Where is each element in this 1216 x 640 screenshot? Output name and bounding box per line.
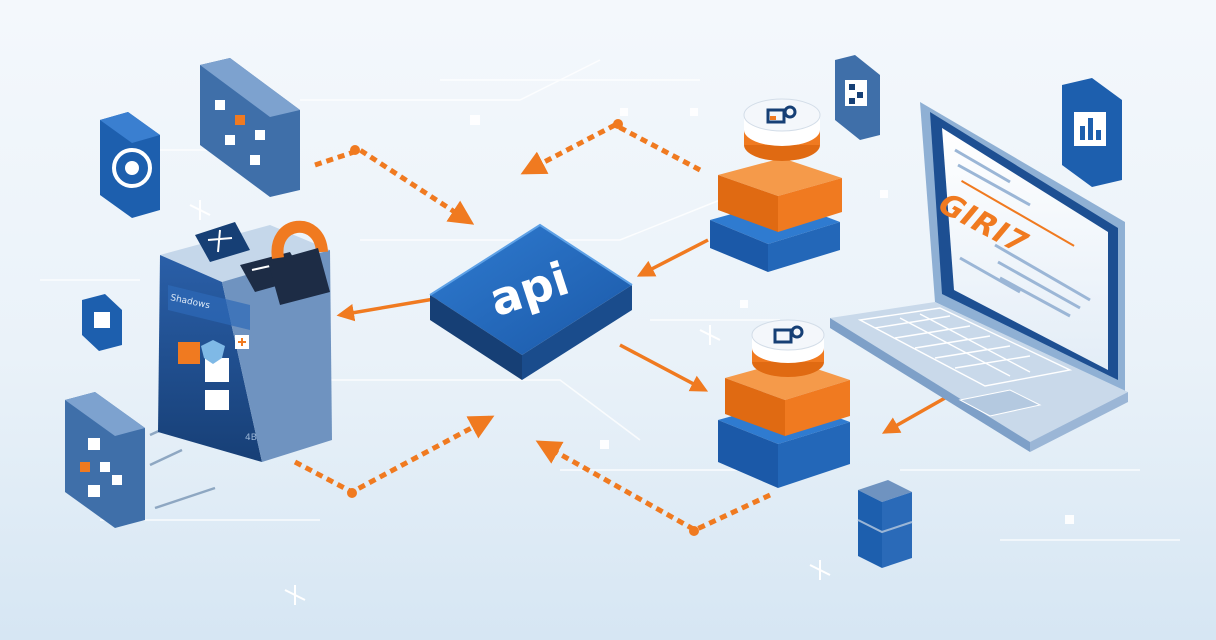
gauge-tile[interactable]: [100, 112, 160, 218]
connector-top-right: [520, 122, 702, 175]
laptop-keyboard: [857, 307, 1073, 387]
small-badge-tile[interactable]: [82, 294, 122, 351]
screen-lines: [954, 148, 1091, 318]
laptop-trackpad: [958, 389, 1042, 417]
list-icon: [94, 312, 110, 328]
storage-box[interactable]: [857, 480, 913, 568]
connector-node: [350, 145, 360, 155]
database-stack-bottom[interactable]: [718, 319, 850, 488]
user-icon: [178, 342, 200, 364]
sparkle-marks: [189, 200, 831, 605]
document-icon: [205, 358, 229, 382]
qr-code-icon: [845, 80, 867, 106]
connector-node: [613, 119, 623, 129]
api-hub[interactable]: api: [429, 223, 633, 380]
connector-bottom-right: [535, 440, 772, 533]
gauge-icon: [112, 148, 152, 188]
arrow-hub-to-db-bottom: [619, 343, 709, 392]
flowchart-tile[interactable]: [200, 58, 300, 197]
background-grid: [40, 59, 1180, 541]
connector-node: [689, 526, 699, 536]
qr-code-tile[interactable]: [835, 55, 880, 140]
server-corner-text: 4B: [245, 433, 257, 443]
chart-tile[interactable]: [1062, 78, 1122, 187]
laptop[interactable]: GIRI7: [830, 102, 1128, 452]
arrow-laptop-to-db: [881, 396, 946, 434]
shield-icon: [201, 340, 225, 364]
flowchart-icon: [215, 100, 225, 110]
settings-icon: [195, 222, 250, 262]
padlock-icon: [268, 220, 330, 305]
cloud-key-icon: [773, 325, 804, 344]
database-stack-top[interactable]: [710, 98, 842, 272]
cloud-key-icon: [766, 105, 797, 124]
org-chart-icon: [88, 438, 100, 450]
floating-squares: [470, 108, 1074, 524]
org-chart-tile[interactable]: [65, 392, 145, 528]
arrow-db-top-to-hub: [636, 238, 709, 277]
connector-node: [347, 488, 357, 498]
arrow-hub-to-server: [336, 296, 441, 322]
document-icon: [205, 390, 229, 410]
connector-top-left: [314, 147, 475, 225]
